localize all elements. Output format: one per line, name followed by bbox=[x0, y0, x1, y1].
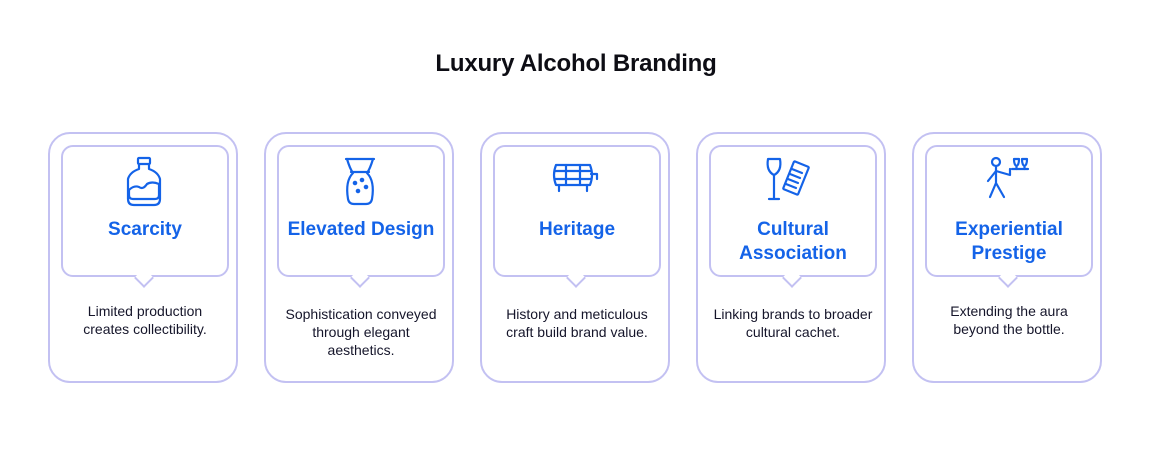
card-description: Sophistication conveyed through elegant … bbox=[285, 306, 437, 358]
card-description: History and meticulous craft build brand… bbox=[506, 306, 648, 340]
card-label: Elevated Design bbox=[287, 219, 435, 240]
barrel-tap-icon bbox=[546, 155, 606, 211]
card-description: Limited production creates collectibilit… bbox=[83, 303, 207, 337]
page-title: Luxury Alcohol Branding bbox=[435, 50, 717, 77]
card-label: Heritage bbox=[538, 219, 616, 240]
card-cultural-association: Cultural Association Linking brands to b… bbox=[696, 132, 886, 383]
card-header-box bbox=[277, 145, 445, 277]
card-description: Linking brands to broader cultural cache… bbox=[713, 306, 873, 340]
card-label: Scarcity bbox=[108, 219, 182, 240]
wine-glass-menu-icon bbox=[762, 155, 822, 211]
card-header-box bbox=[61, 145, 229, 277]
card-experiential-prestige: Experiential Prestige Extending the aura… bbox=[912, 132, 1102, 383]
card-elevated-design: Elevated Design Sophistication conveyed … bbox=[264, 132, 454, 383]
cocktail-glass-icon bbox=[330, 155, 390, 211]
card-heritage: Heritage History and meticulous craft bu… bbox=[480, 132, 670, 383]
card-label: Experiential Prestige bbox=[955, 219, 1063, 264]
card-scarcity: Scarcity Limited production creates coll… bbox=[48, 132, 238, 383]
liquor-bottle-icon bbox=[114, 155, 174, 211]
card-header-box bbox=[709, 145, 877, 277]
waiter-tray-icon bbox=[978, 155, 1038, 211]
card-header-box bbox=[925, 145, 1093, 277]
card-description: Extending the aura beyond the bottle. bbox=[950, 303, 1068, 337]
card-label: Cultural Association bbox=[739, 219, 847, 264]
